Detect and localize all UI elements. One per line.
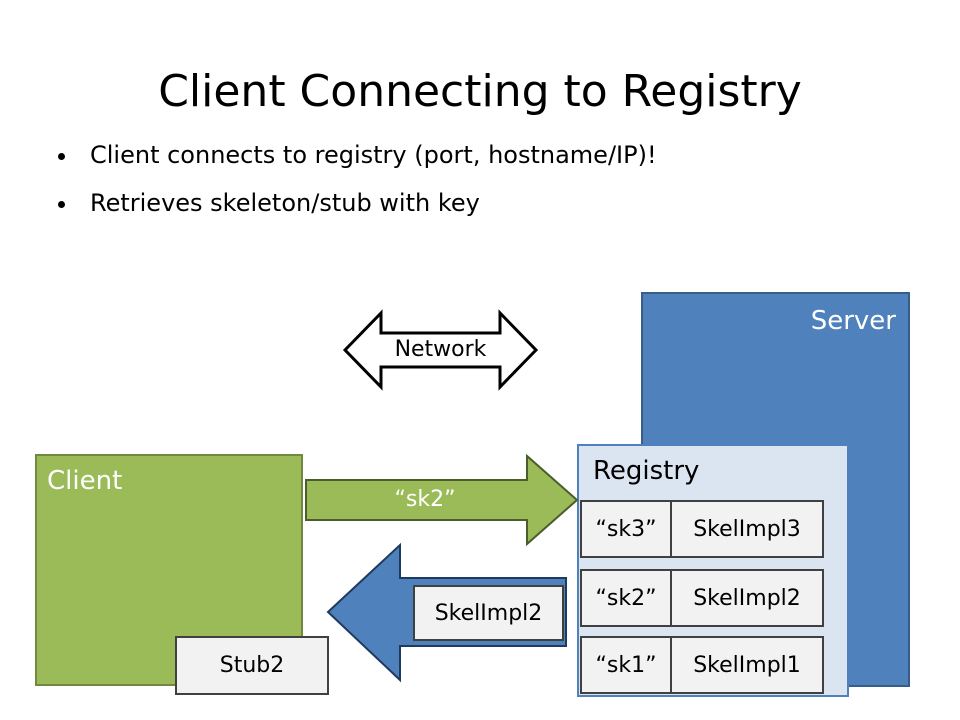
request-arrow — [305, 453, 579, 547]
registry-entry-value: SkelImpl2 — [670, 569, 824, 627]
registry-entry-value: SkelImpl3 — [670, 500, 824, 558]
server-label: Server — [810, 306, 896, 336]
registry-entry-key: “sk2” — [580, 569, 672, 627]
slide-title: Client Connecting to Registry — [158, 66, 802, 117]
registry-label: Registry — [593, 456, 700, 486]
registry-entry-value: SkelImpl1 — [670, 636, 824, 694]
stub-box: Stub2 — [175, 636, 329, 695]
client-label: Client — [47, 466, 123, 496]
registry-entry-key: “sk1” — [580, 636, 672, 694]
network-label: Network — [394, 337, 487, 362]
registry-entry-key: “sk3” — [580, 500, 672, 558]
bullet-item: Client connects to registry (port, hostn… — [58, 140, 657, 170]
request-key-label: “sk2” — [394, 487, 456, 512]
returned-skeleton: SkelImpl2 — [413, 585, 564, 641]
bullet-item: Retrieves skeleton/stub with key — [58, 188, 657, 218]
network-double-arrow — [342, 309, 539, 391]
bullet-list: Client connects to registry (port, hostn… — [58, 140, 657, 236]
